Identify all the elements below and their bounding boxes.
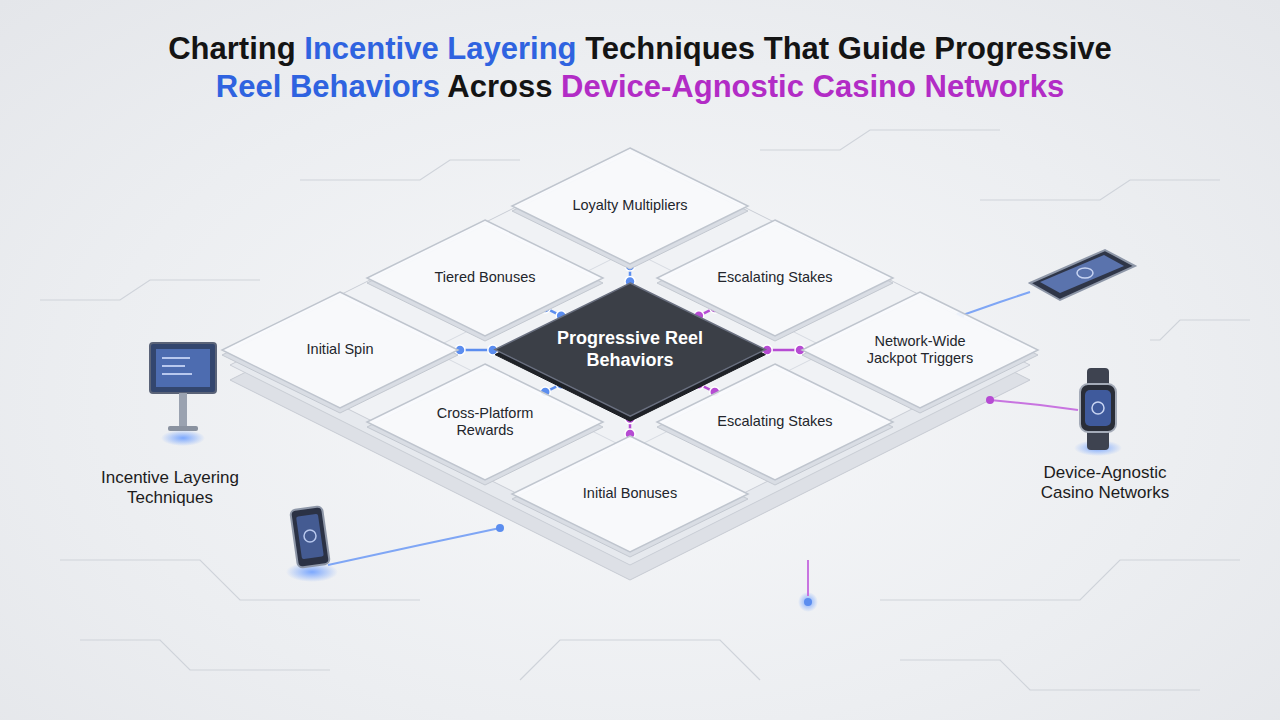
smartwatch-device xyxy=(986,368,1122,456)
title-word: Guide xyxy=(838,31,926,66)
title-word: Techniques xyxy=(585,31,755,66)
layer-tile: Network-Wide Jackpot Triggers xyxy=(800,290,1040,410)
title-word: Reel xyxy=(216,69,281,104)
title-heading: Charting Incentive Layering Techniques T… xyxy=(0,30,1280,106)
title-word: Device-Agnostic xyxy=(561,69,804,104)
title-word: That xyxy=(764,31,829,66)
tile-label: Cross-Platform Rewards xyxy=(425,405,545,440)
title-space xyxy=(926,31,935,66)
title-space xyxy=(916,69,925,104)
glow-node xyxy=(798,560,818,612)
side-label: Incentive Layering Techniques xyxy=(80,468,260,509)
tablet-device xyxy=(286,506,504,582)
layer-tile: Loyalty Multipliers xyxy=(510,146,750,266)
tile-label: Initial Spin xyxy=(307,341,374,358)
title-space xyxy=(440,69,447,104)
title-word: Progressive xyxy=(934,31,1112,66)
side-label: Device-Agnostic Casino Networks xyxy=(1015,463,1195,504)
tile-label: Loyalty Multipliers xyxy=(572,197,687,214)
title-space xyxy=(829,31,838,66)
desktop-monitor xyxy=(150,343,216,446)
title-space xyxy=(755,31,764,66)
circuit-traces xyxy=(40,130,1250,690)
tile-label: Network-Wide Jackpot Triggers xyxy=(860,333,980,368)
title-word: Casino xyxy=(813,69,916,104)
tile-label: Tiered Bonuses xyxy=(434,269,535,286)
tile-label: Escalating Stakes xyxy=(717,413,832,430)
tile-label: Escalating Stakes xyxy=(717,269,832,286)
layer-tile: Initial Bonuses xyxy=(510,434,750,554)
layer-tile: Cross-Platform Rewards xyxy=(365,362,605,482)
title-space xyxy=(552,69,561,104)
tablet-device xyxy=(956,250,1135,320)
tile-label: Progressive Reel Behaviors xyxy=(550,328,710,371)
layer-tile: Initial Spin xyxy=(220,290,460,410)
title-space xyxy=(804,69,813,104)
title-word: Charting xyxy=(168,31,295,66)
title-word: Across xyxy=(447,69,552,104)
title-space xyxy=(296,31,305,66)
title-space xyxy=(281,69,290,104)
title-word: Networks xyxy=(925,69,1065,104)
title-space xyxy=(439,31,448,66)
title-word: Incentive xyxy=(304,31,438,66)
tile-label: Initial Bonuses xyxy=(583,485,677,502)
layer-tile: Escalating Stakes xyxy=(655,362,895,482)
title-word: Behaviors xyxy=(290,69,440,104)
title-word: Layering xyxy=(447,31,576,66)
title-space xyxy=(577,31,586,66)
